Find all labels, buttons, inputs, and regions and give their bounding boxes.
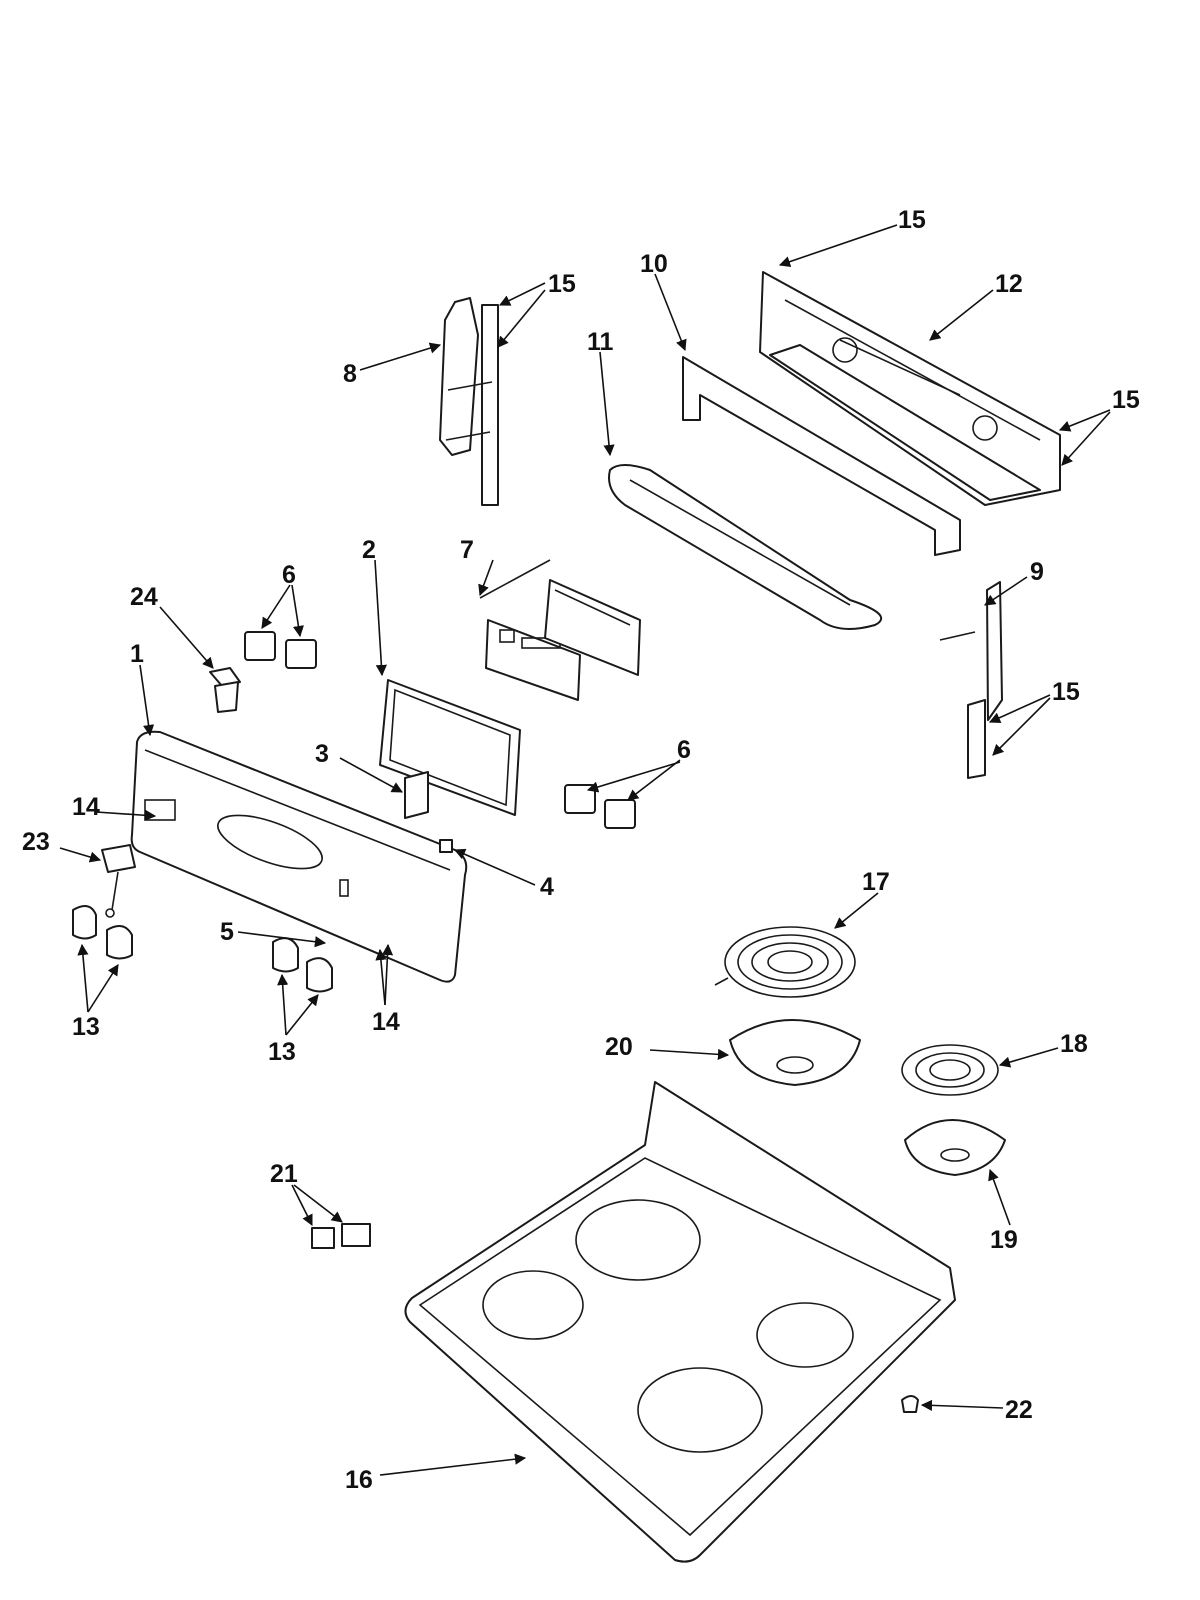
callout-13-center: 13 xyxy=(268,1038,296,1066)
callout-5: 5 xyxy=(220,918,234,946)
part-12-rear-panel xyxy=(759,271,1061,506)
callout-17: 17 xyxy=(862,868,890,896)
callout-16: 16 xyxy=(345,1466,373,1494)
callout-2: 2 xyxy=(362,536,376,564)
callout-21: 21 xyxy=(270,1160,298,1188)
callout-11: 11 xyxy=(587,328,614,356)
callout-7: 7 xyxy=(460,536,474,564)
part-17-large-surface-element xyxy=(714,926,856,998)
part-2-display-window xyxy=(379,679,521,816)
part-13-knobs-left xyxy=(72,905,133,960)
part-9-side-bracket-right xyxy=(939,581,1003,779)
part-20-large-drip-pan xyxy=(729,1019,861,1086)
callout-9: 9 xyxy=(1030,558,1044,586)
callout-15-top: 15 xyxy=(898,206,926,234)
part-22-screw xyxy=(901,1395,919,1413)
part-18-small-surface-element xyxy=(901,1044,999,1096)
part-6-switches-upper xyxy=(244,631,317,669)
callout-20: 20 xyxy=(605,1033,633,1061)
part-24-switch xyxy=(209,667,241,713)
callout-14-left: 14 xyxy=(72,793,100,821)
callout-24: 24 xyxy=(130,583,158,611)
callout-6-upper: 6 xyxy=(282,561,296,589)
part-16-cooktop xyxy=(404,1081,956,1563)
callout-1: 1 xyxy=(130,640,144,668)
callout-3: 3 xyxy=(315,740,329,768)
callout-22: 22 xyxy=(1005,1396,1033,1424)
callout-14-center: 14 xyxy=(372,1008,400,1036)
callout-15-right: 15 xyxy=(1112,386,1140,414)
callout-10: 10 xyxy=(640,250,668,278)
part-3-rocker-switch xyxy=(404,771,429,819)
leader-lines xyxy=(59,224,1111,1476)
callout-23: 23 xyxy=(22,828,50,856)
part-4-clip xyxy=(439,839,453,853)
part-11-trim-handle xyxy=(608,464,882,630)
part-19-small-drip-pan xyxy=(904,1119,1006,1176)
callout-4: 4 xyxy=(540,873,554,901)
part-6-switches-lower xyxy=(564,784,636,829)
part-23-indicator-light xyxy=(101,844,136,918)
callout-8: 8 xyxy=(343,360,357,388)
callout-19: 19 xyxy=(990,1226,1018,1254)
callout-13-left: 13 xyxy=(72,1013,100,1041)
callout-12: 12 xyxy=(995,270,1023,298)
part-10-vent-duct xyxy=(682,356,961,556)
callout-6-lower: 6 xyxy=(677,736,691,764)
callout-15-lower-right: 15 xyxy=(1052,678,1080,706)
callout-15-left: 15 xyxy=(548,270,576,298)
part-21-literature xyxy=(311,1223,371,1249)
part-8-side-bracket-left xyxy=(439,297,499,506)
callout-labels: 15 15 10 12 11 8 15 2 7 9 6 24 1 15 3 6 … xyxy=(22,206,1140,1494)
callout-18: 18 xyxy=(1060,1030,1088,1058)
part-7-control-board xyxy=(479,559,641,701)
